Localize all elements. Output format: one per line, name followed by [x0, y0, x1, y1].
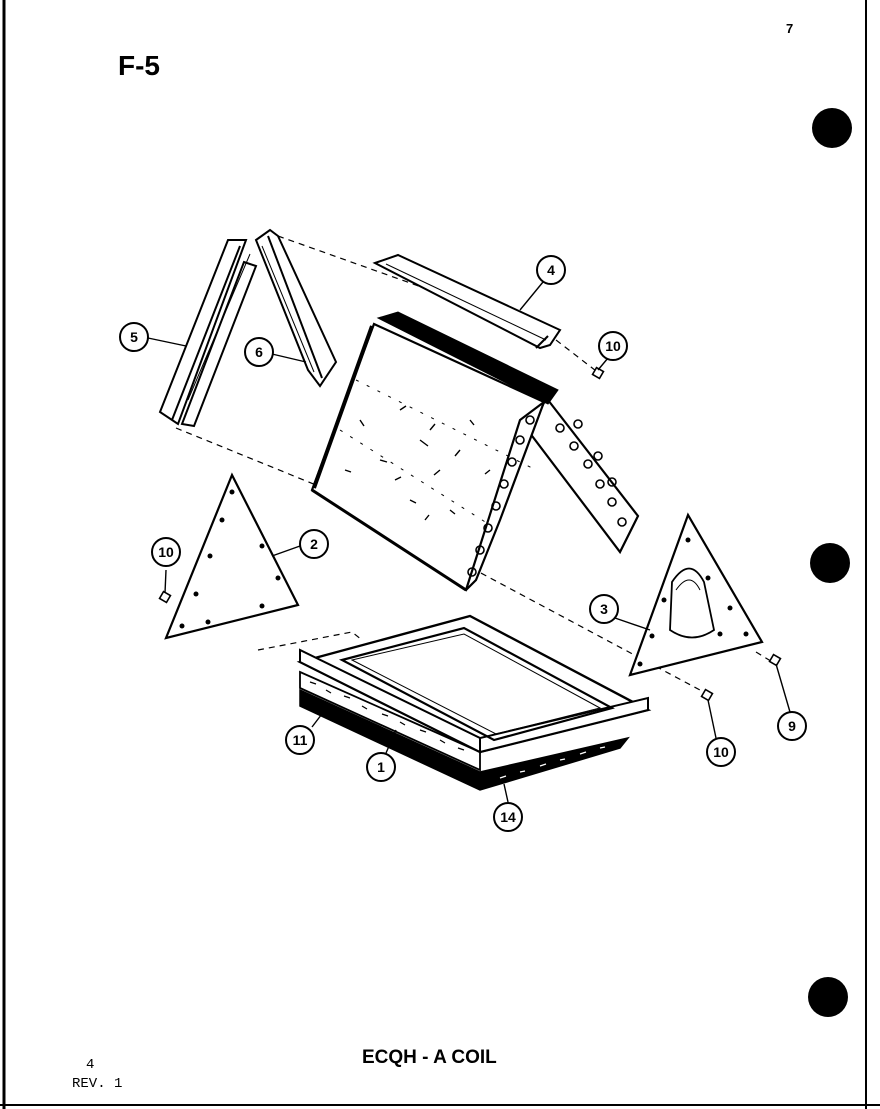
- part-2-left-end-plate: [164, 472, 300, 640]
- callout-5: 5: [119, 322, 149, 352]
- part-4-top-cap: [372, 253, 562, 350]
- part-14-pad: [299, 688, 630, 791]
- svg-text:10: 10: [158, 544, 174, 560]
- svg-text:2: 2: [310, 536, 318, 552]
- svg-text:9: 9: [788, 718, 796, 734]
- part-5-channel: [158, 239, 258, 428]
- callouts: 5 6 4 10 10 2 3 11: [119, 255, 807, 832]
- svg-text:11: 11: [293, 732, 308, 748]
- callout-3: 3: [589, 594, 619, 624]
- screw-9: [768, 653, 782, 667]
- binder-hole-bottom: [808, 977, 848, 1017]
- svg-text:1: 1: [377, 759, 385, 775]
- part-1-pan-inner-wall: [350, 633, 602, 735]
- part-3-right-end-plate: [628, 512, 764, 677]
- svg-text:10: 10: [713, 744, 729, 760]
- part-1-pan-side-lip: [479, 696, 649, 754]
- binder-hole-middle: [810, 543, 850, 583]
- screws: [158, 366, 782, 702]
- part-6-baffle: [254, 228, 338, 388]
- svg-text:14: 14: [500, 809, 516, 825]
- callout-4: 4: [536, 255, 566, 285]
- callout-1: 1: [366, 752, 396, 782]
- callout-2: 2: [299, 529, 329, 559]
- coil-assembly: [310, 311, 640, 592]
- callout-9: 9: [777, 711, 807, 741]
- callout-11: 11: [285, 725, 315, 755]
- binder-hole-top: [812, 108, 852, 148]
- screw-10-bottom: [700, 688, 714, 702]
- part-14-pad-texture: [499, 746, 606, 779]
- svg-text:5: 5: [130, 329, 138, 345]
- callout-leaders: [147, 281, 791, 803]
- svg-text:6: 6: [255, 344, 263, 360]
- part-1-pan-inner-rim: [338, 626, 615, 742]
- callout-10-left: 10: [151, 537, 181, 567]
- screw-10-left: [158, 590, 172, 604]
- callout-6: 6: [244, 337, 274, 367]
- callout-10-top: 10: [598, 331, 628, 361]
- revision-label: REV. 1: [72, 1076, 122, 1092]
- svg-text:4: 4: [547, 262, 555, 278]
- part-11-insulation-texture: [309, 681, 465, 751]
- sheet-id: F-5: [118, 50, 160, 81]
- callout-14: 14: [493, 802, 523, 832]
- screw-10-top: [591, 366, 605, 380]
- page-number: 4: [86, 1057, 94, 1073]
- corner-mark: 7: [786, 21, 793, 36]
- callout-10-bottom: 10: [706, 737, 736, 767]
- svg-text:10: 10: [605, 338, 621, 354]
- diagram-title: ECQH - A COIL: [362, 1047, 497, 1068]
- drain-pan-assembly: [296, 614, 652, 791]
- svg-text:3: 3: [600, 601, 608, 617]
